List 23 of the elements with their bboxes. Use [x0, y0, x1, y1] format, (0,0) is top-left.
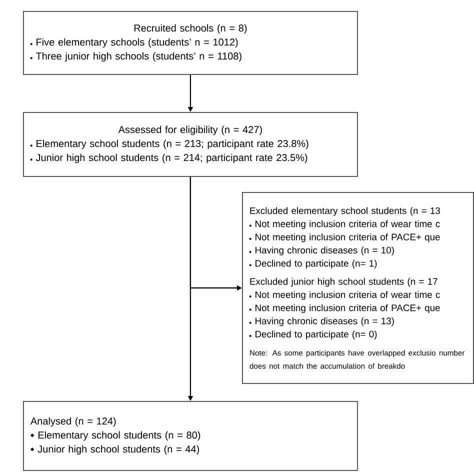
heading: Assessed for eligibility (n = 427): [118, 126, 262, 136]
heading: Analysed (n = 124): [30, 417, 116, 427]
bullet-item: Elementary school students (n = 80): [30, 431, 200, 441]
bullet-item: Five elementary schools (students’ n = 1012): [30, 38, 238, 48]
bullet-item: Elementary school students (n = 213; participant rate 23.8%): [30, 140, 308, 150]
bullet-item: Declined to participate (n= 1): [249, 260, 377, 269]
process-box: [23, 112, 358, 177]
process-box: [242, 192, 474, 384]
bullet-item: Junior high school students (n = 214; participant rate 23.5%): [30, 154, 308, 164]
bullet-item: Junior high school students (n = 44): [30, 445, 199, 455]
bullet-item: Not meeting inclusion criteria of PACE+ que: [249, 304, 440, 313]
heading: Excluded elementary school students (n = 13: [250, 207, 440, 216]
process-box: [23, 401, 358, 471]
heading: Excluded junior high school students (n = 17: [250, 278, 438, 287]
heading: Recruited schools (n = 8): [134, 24, 247, 34]
bullet-item: Having chronic diseases (n = 13): [249, 317, 394, 326]
bullet-item: Three junior high schools (students’ n = 1108): [30, 52, 242, 62]
bullet-item: Not meeting inclusion criteria of wear time c: [249, 291, 440, 300]
bullet-item: Having chronic diseases (n = 10): [249, 246, 394, 256]
process-box: [23, 11, 358, 75]
bullet-item: Not meeting inclusion criteria of wear time c: [249, 220, 440, 230]
bullet-item: Declined to participate (n= 0): [249, 330, 377, 340]
bullet-item: Not meeting inclusion criteria of PACE+ que: [249, 233, 440, 242]
